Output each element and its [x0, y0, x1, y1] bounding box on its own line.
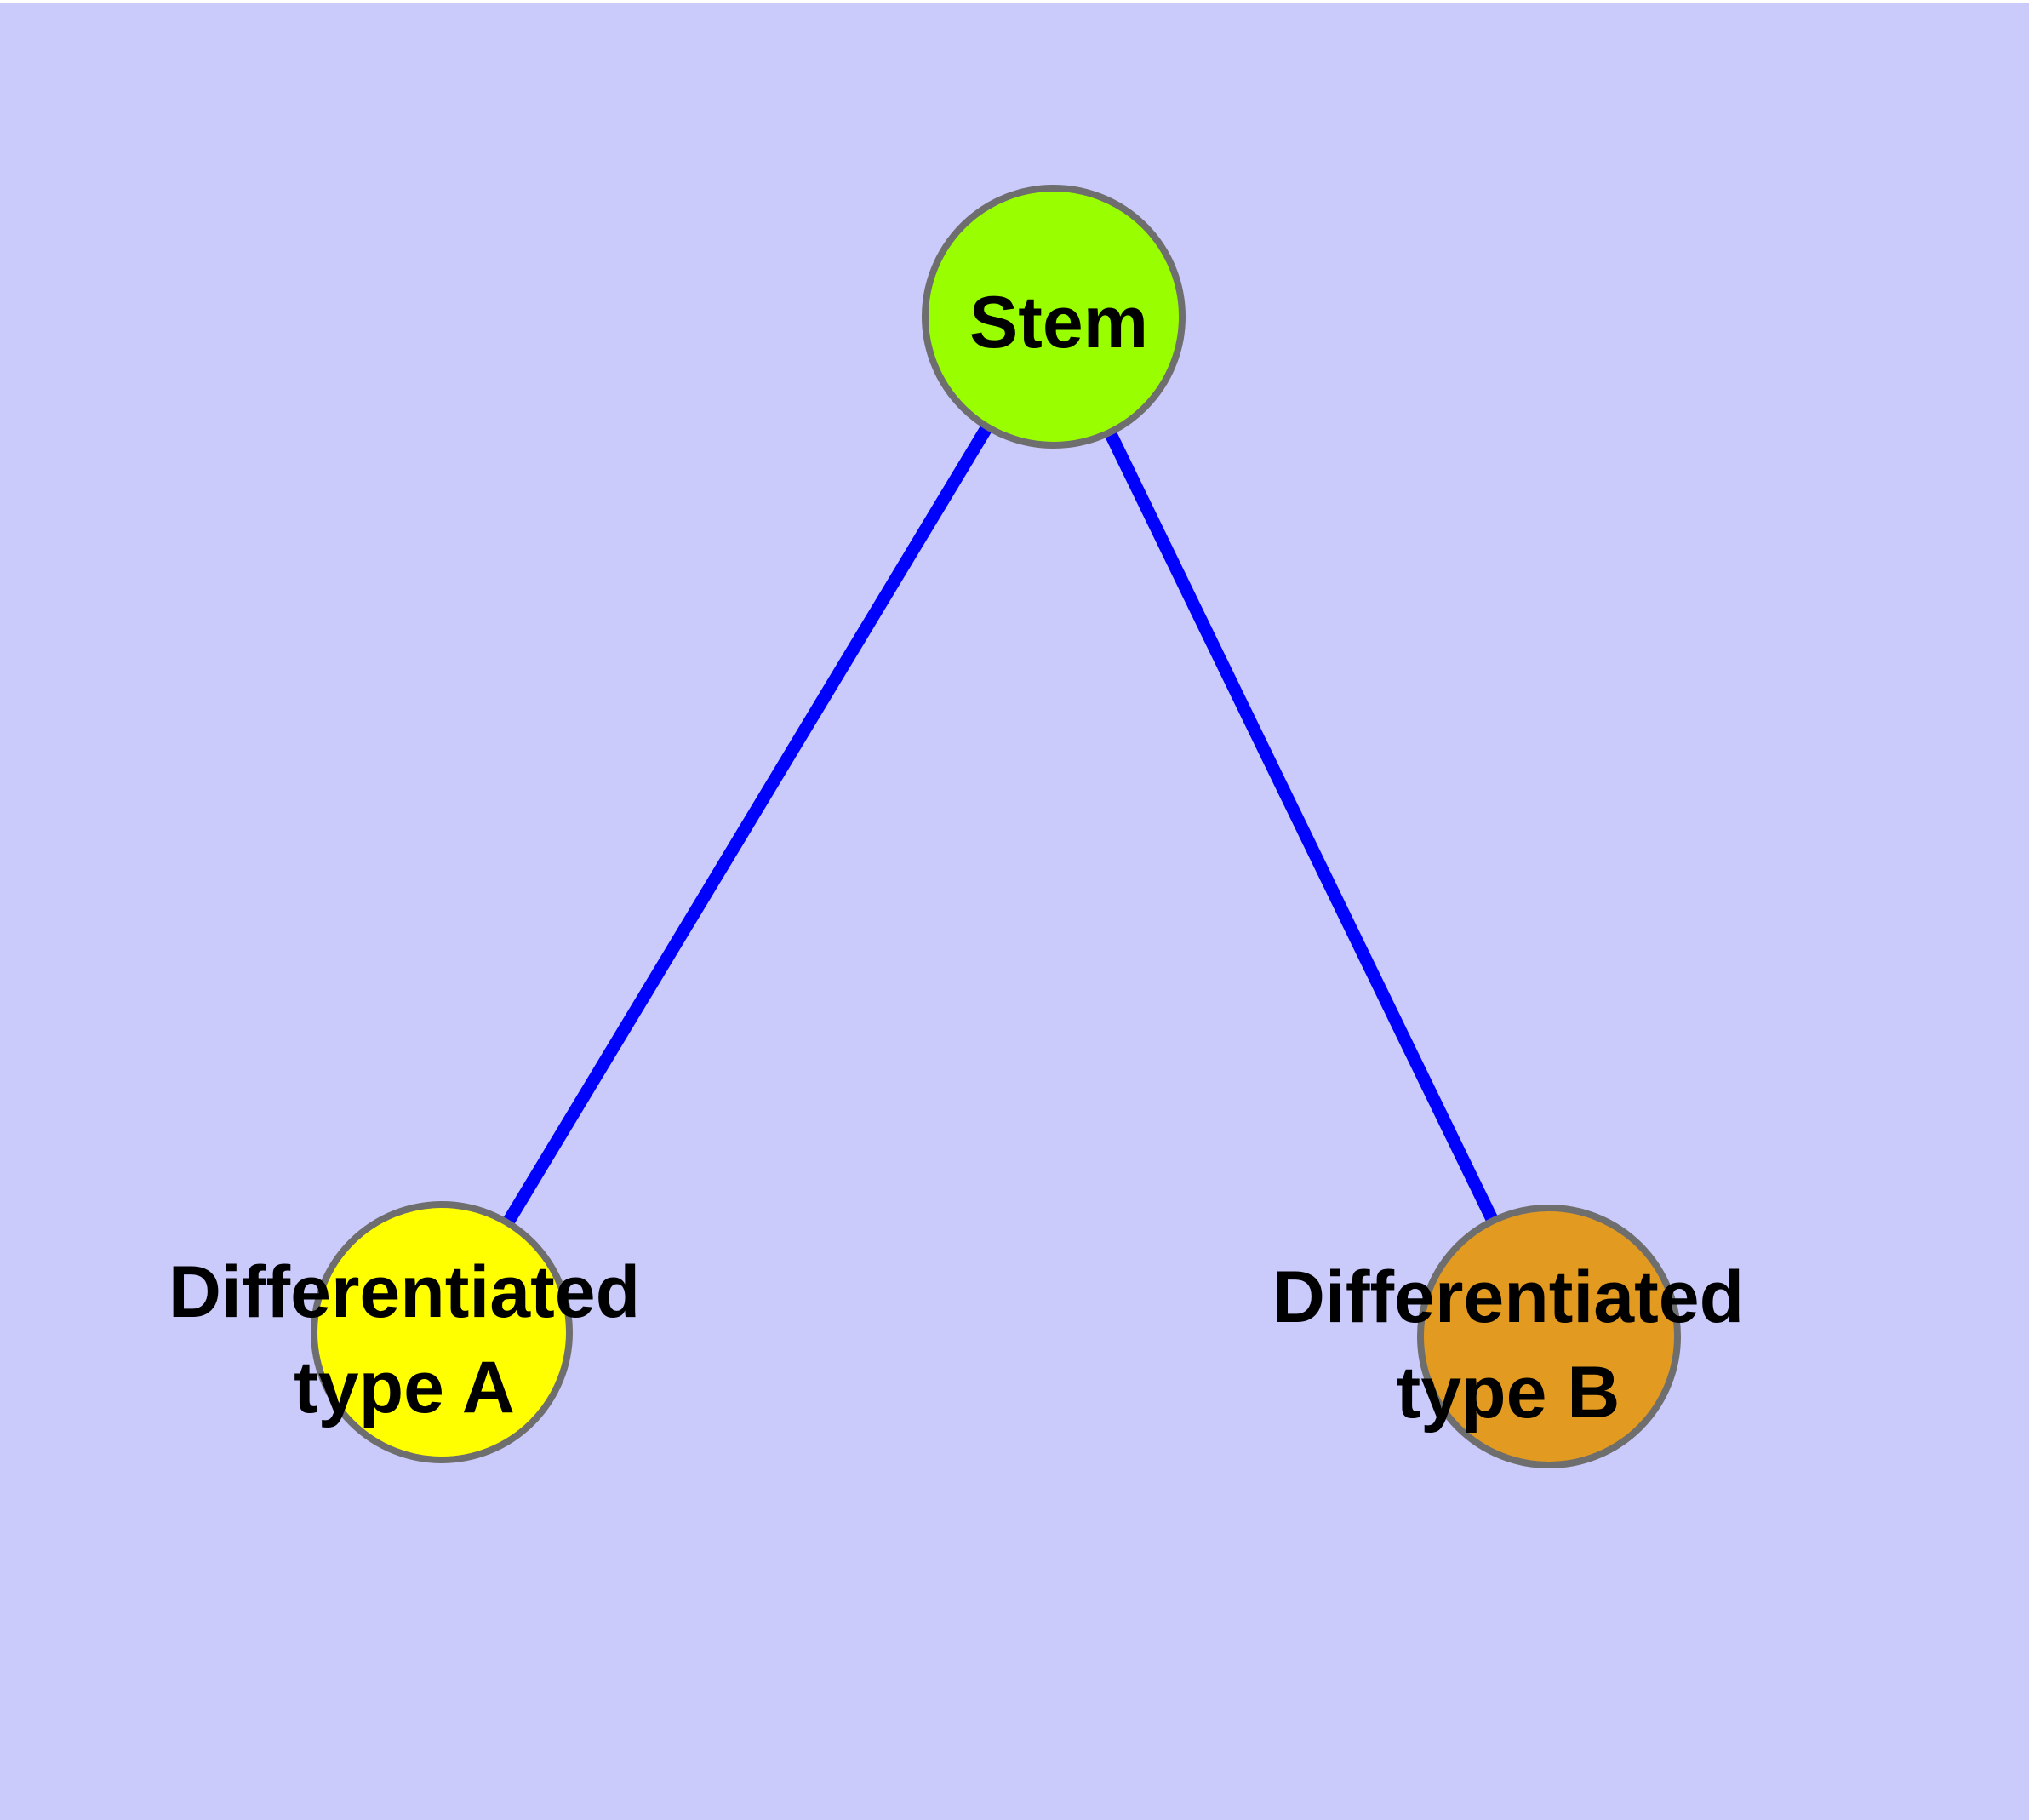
node-differentiated-type-b-label: Differentiated type B	[1272, 1256, 1744, 1434]
node-stem-circle	[922, 185, 1186, 449]
edges-layer	[436, 313, 1555, 1340]
nodes-layer	[311, 185, 1681, 1468]
node-differentiated-type-a-label-line: type A	[294, 1347, 515, 1428]
node-differentiated-type-a-circle	[311, 1201, 573, 1463]
node-differentiated-type-b-label-line: type B	[1397, 1352, 1620, 1434]
node-differentiated-type-b-label-line: Differentiated	[1272, 1256, 1744, 1338]
node-differentiated-type-a-label-line: Differentiated	[169, 1251, 640, 1333]
top-margin-strip	[0, 0, 2029, 3]
node-differentiated-type-a-label: Differentiated type A	[169, 1251, 640, 1428]
node-stem-label-line: Stem	[969, 282, 1148, 363]
edge-stem-to-differentiated-type-a	[436, 313, 1060, 1336]
node-stem-label: Stem	[969, 282, 1148, 363]
edge-stem-to-differentiated-type-b	[1048, 313, 1555, 1340]
node-differentiated-type-b-circle	[1417, 1205, 1681, 1468]
